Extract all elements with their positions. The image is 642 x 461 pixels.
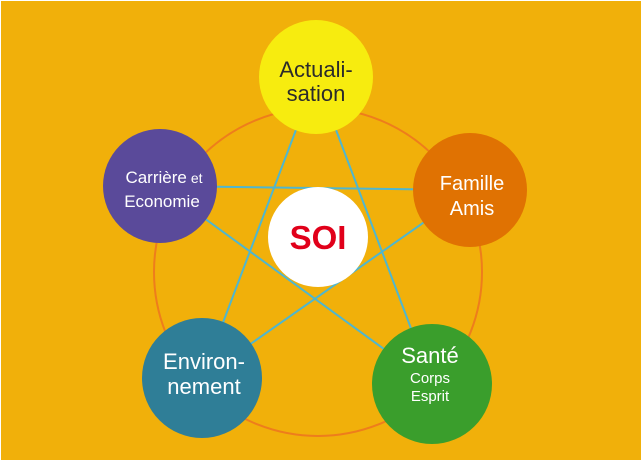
node-carriere: Carrière et Economie bbox=[103, 129, 217, 243]
node-sante: Santé Corps Esprit bbox=[372, 324, 492, 444]
node-environnement: Environ- nement bbox=[142, 318, 262, 438]
center-node: SOI bbox=[268, 187, 368, 287]
node-carriere-small: et bbox=[191, 170, 203, 186]
node-actualisation-line2: sation bbox=[287, 81, 346, 106]
node-famille-line1: Famille bbox=[440, 173, 504, 195]
node-environnement-circle bbox=[142, 318, 262, 438]
node-carriere-main: Carrière bbox=[125, 168, 186, 187]
node-environnement-line1: Environ- bbox=[163, 349, 245, 374]
center-label: SOI bbox=[290, 219, 347, 256]
node-carriere-line1: Carrière et bbox=[125, 168, 202, 187]
node-famille-circle bbox=[413, 133, 527, 247]
node-actualisation-circle bbox=[259, 20, 373, 134]
node-carriere-circle bbox=[103, 129, 217, 243]
node-famille: Famille Amis bbox=[413, 133, 527, 247]
node-actualisation-line1: Actuali- bbox=[279, 57, 352, 82]
node-actualisation: Actuali- sation bbox=[259, 20, 373, 134]
node-sante-title: Santé bbox=[401, 343, 459, 368]
node-sante-circle bbox=[372, 324, 492, 444]
node-carriere-line2: Economie bbox=[124, 192, 200, 211]
node-famille-line2: Amis bbox=[450, 198, 494, 220]
node-sante-line1: Corps bbox=[410, 370, 450, 387]
center-circle bbox=[268, 187, 368, 287]
node-sante-line2: Esprit bbox=[411, 388, 450, 405]
node-environnement-line2: nement bbox=[167, 374, 240, 399]
